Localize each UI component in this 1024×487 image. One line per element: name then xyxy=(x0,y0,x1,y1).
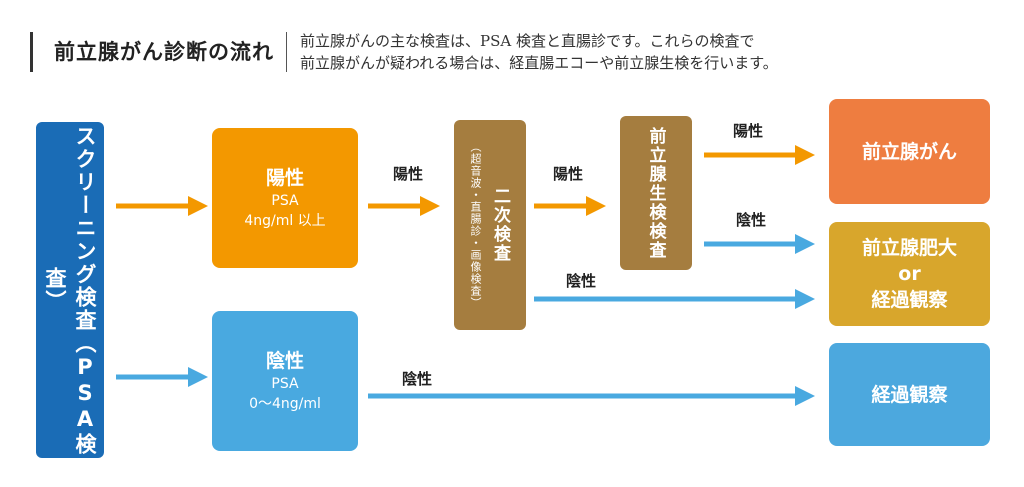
edge-label-biopsy-to-hyperplasia: 陰性 xyxy=(736,211,767,229)
page-title: 前立腺がん診断の流れ xyxy=(54,40,274,64)
hyperplasia-line-1: 前立腺肥大 xyxy=(861,237,957,259)
edge-label-negative-to-observation: 陰性 xyxy=(402,370,433,388)
negative-result-box: 陰性 PSA 0～4ng/ml xyxy=(212,311,358,451)
observation-label: 経過観察 xyxy=(871,383,948,406)
edge-label-secondary-to-biopsy: 陽性 xyxy=(553,165,584,183)
hyperplasia-result-box: 前立腺肥大 or 経過観察 xyxy=(829,222,990,326)
header-accent-bar xyxy=(30,32,33,72)
biopsy-exam-label: 前立腺生検検査 xyxy=(645,126,666,260)
hyperplasia-line-3: 経過観察 xyxy=(871,289,948,311)
edge-label-positive-to-secondary: 陽性 xyxy=(393,165,424,183)
positive-psa-range: 4ng/ml 以上 xyxy=(244,213,326,229)
header-description: 前立腺がんの主な検査は、PSA 検査と直腸診です。これらの検査で 前立腺がんが疑… xyxy=(300,30,778,74)
screening-exam-label: スクリーニング検査（PSA検査） xyxy=(43,124,97,456)
header-divider xyxy=(286,32,287,72)
cancer-result-box: 前立腺がん xyxy=(829,99,990,204)
edge-label-secondary-to-hyperplasia: 陰性 xyxy=(566,272,597,290)
screening-exam-box: スクリーニング検査（PSA検査） xyxy=(36,122,104,458)
positive-psa-label: PSA xyxy=(271,193,299,209)
description-line-2: 前立腺がんが疑われる場合は、経直腸エコーや前立腺生検を行います。 xyxy=(300,54,778,72)
observation-result-box: 経過観察 xyxy=(829,343,990,446)
secondary-exam-detail: （超音波・直腸診・画像検査） xyxy=(469,141,482,309)
edge-label-biopsy-to-cancer: 陽性 xyxy=(733,122,764,140)
cancer-label: 前立腺がん xyxy=(861,140,957,163)
positive-result-box: 陽性 PSA 4ng/ml 以上 xyxy=(212,128,358,268)
secondary-exam-title: 二次検査 xyxy=(490,187,510,263)
negative-title: 陰性 xyxy=(265,350,304,372)
secondary-exam-box: 二次検査 （超音波・直腸診・画像検査） xyxy=(454,120,526,330)
negative-psa-range: 0～4ng/ml xyxy=(249,396,321,412)
negative-psa-label: PSA xyxy=(271,376,299,392)
biopsy-exam-box: 前立腺生検検査 xyxy=(620,116,692,270)
positive-title: 陽性 xyxy=(265,167,304,189)
hyperplasia-line-2: or xyxy=(898,263,921,285)
description-line-1: 前立腺がんの主な検査は、PSA 検査と直腸診です。これらの検査で xyxy=(300,32,755,50)
